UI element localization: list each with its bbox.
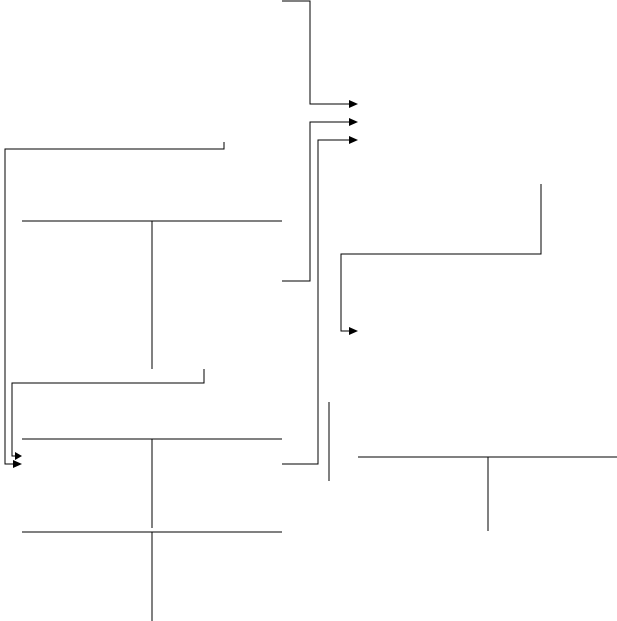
arrowhead [349, 118, 358, 126]
connector-t2-path [282, 139, 350, 465]
connector-left-long-path [4, 142, 225, 465]
t-account-3 [22, 531, 282, 621]
arrowhead [349, 327, 358, 335]
connector-t2-to-arrow-3 [282, 136, 358, 465]
connector-right-path [340, 184, 542, 332]
connector-t1-path [282, 121, 350, 282]
arrowhead [15, 452, 22, 460]
t-account-4 [358, 456, 617, 531]
arrowhead [349, 100, 358, 108]
connector-left-short [11, 369, 205, 460]
arrowhead [349, 136, 358, 144]
t-account-2 [22, 438, 282, 528]
arrowhead [13, 460, 22, 468]
t-account-1 [22, 220, 282, 369]
connector-left-short-path [11, 369, 205, 457]
connector-top-to-arrow-1 [282, 0, 358, 108]
connector-right-to-arrow-4 [340, 184, 542, 335]
connector-t1-to-arrow-2 [282, 118, 358, 282]
connector-top-path [282, 0, 350, 105]
connector-left-long [4, 142, 225, 468]
